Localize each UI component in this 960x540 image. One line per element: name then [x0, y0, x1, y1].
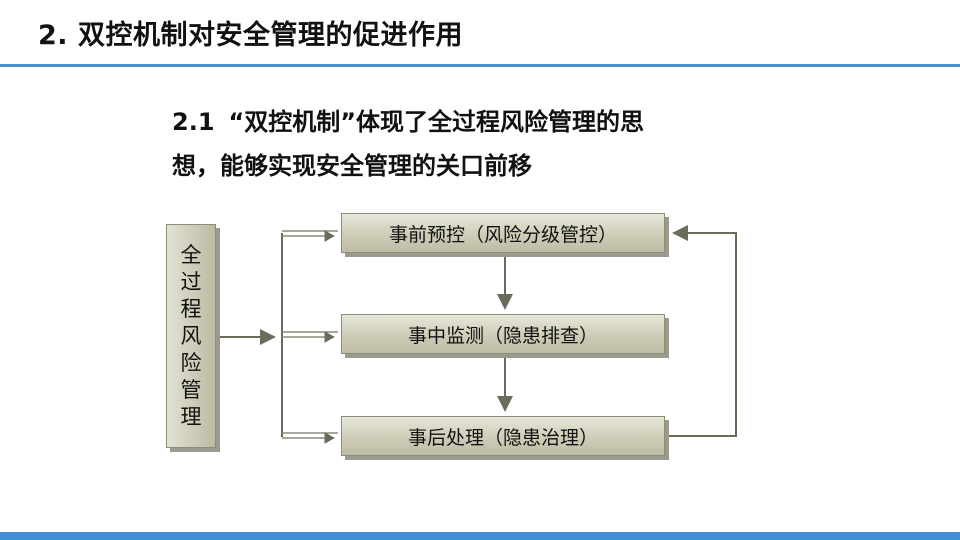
source-char: 过 [180, 269, 202, 294]
source-char: 风 [180, 323, 202, 348]
branch-arrow-to-step-2 [282, 331, 338, 343]
section-heading-text-1: “双控机制”体现了全过程风险管理的思 [228, 108, 645, 136]
step-monitoring-box: 事中监测（隐患排查） [341, 314, 665, 354]
step-pre-control-box: 事前预控（风险分级管控） [341, 213, 665, 253]
section-heading-line-1: 2.1 “双控机制”体现了全过程风险管理的思 [172, 100, 772, 144]
source-char: 险 [180, 350, 202, 375]
page-title: 2. 双控机制对安全管理的促进作用 [38, 20, 463, 51]
branch-arrow-to-step-1 [282, 230, 338, 242]
step-handling-box: 事后处理（隐患治理） [341, 416, 665, 456]
section-heading: 2.1 “双控机制”体现了全过程风险管理的思 想，能够实现安全管理的关口前移 [172, 100, 772, 188]
source-char: 理 [180, 404, 202, 429]
source-char: 管 [180, 377, 202, 402]
full-process-risk-management-box: 全 过 程 风 险 管 理 [166, 224, 216, 448]
section-number: 2.1 [172, 108, 215, 136]
section-heading-line-2: 想，能够实现安全管理的关口前移 [172, 152, 532, 180]
branch-arrow-to-step-3 [282, 432, 338, 444]
feedback-loop-arrow [668, 225, 737, 437]
source-char: 全 [180, 242, 202, 267]
title-divider [0, 64, 960, 67]
footer-bar [0, 532, 960, 540]
source-char: 程 [180, 296, 202, 321]
